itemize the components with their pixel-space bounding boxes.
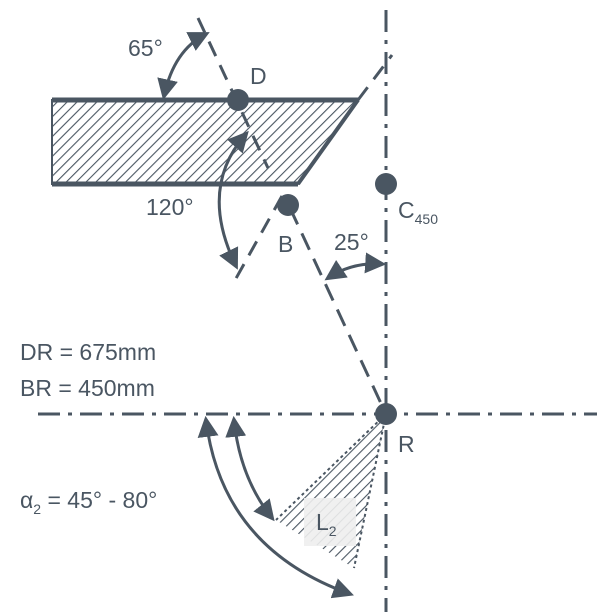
l2-sector-right-edge: [353, 413, 387, 569]
angle-65-label: 65°: [128, 35, 163, 61]
plate-bevel-edge: [296, 98, 360, 186]
point-c-label: C450: [398, 197, 438, 227]
angle-65-arc: [157, 32, 210, 101]
alpha2-outer-arc: [197, 415, 354, 599]
point-c: [375, 173, 397, 195]
b-reference-line: [232, 195, 284, 283]
alpha2-range-label: α2 = 45° - 80°: [20, 487, 157, 517]
angle-120-label: 120°: [146, 194, 194, 220]
point-b: [277, 194, 299, 216]
angle-120-arc: [217, 130, 249, 270]
point-d: [227, 89, 249, 111]
dr-distance-label: DR = 675mm: [20, 339, 156, 365]
angle-25-label: 25°: [334, 229, 369, 255]
point-r: [375, 403, 397, 425]
point-r-label: R: [398, 431, 415, 457]
bevel-extension-line: [356, 54, 394, 101]
point-b-label: B: [278, 231, 293, 257]
alpha2-inner-arc: [225, 415, 275, 522]
angle-25-arc: [324, 252, 387, 281]
point-d-label: D: [250, 63, 267, 89]
hatched-plate: [51, 99, 360, 185]
br-distance-label: BR = 450mm: [20, 375, 155, 401]
l2-zone-label: L2: [316, 509, 337, 539]
br-line: [288, 207, 387, 413]
